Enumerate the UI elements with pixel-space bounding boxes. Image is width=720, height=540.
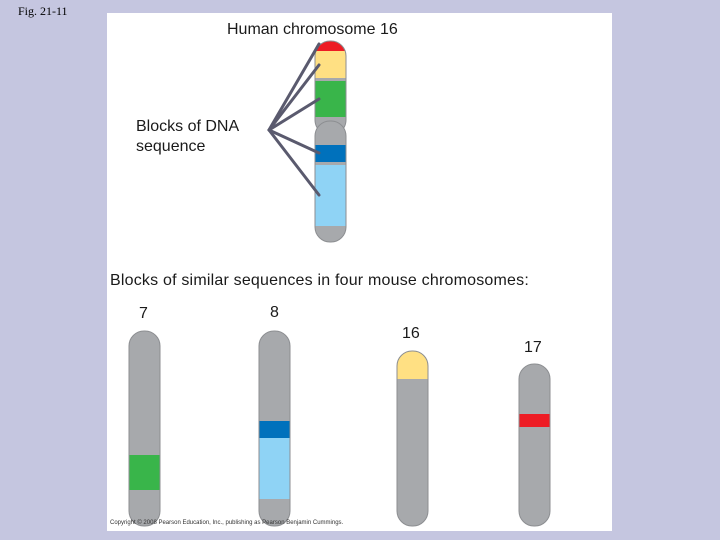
diagram-title: Human chromosome 16 [227,21,398,38]
mouse8-blue-block [259,421,290,438]
connector-red [267,42,321,132]
human-chr16-upper-arm [315,41,346,135]
copyright-notice: Copyright © 2008 Pearson Education, Inc.… [110,520,344,526]
chromosome-diagram [128,40,551,527]
mouse17-red-block [519,414,550,427]
mouse-chromosome-7-number: 7 [139,305,148,322]
connector-green [267,97,321,132]
block-connector-lines [267,42,321,197]
mouse-chromosome-16-number: 16 [402,325,420,342]
human-chromosome-16 [314,40,347,243]
human-red-block [315,41,346,51]
connector-yellow [267,63,321,132]
mouse8-light-blue-block [259,438,290,499]
human-chr16-lower-arm [315,121,346,242]
mouse7-green-block [129,455,160,490]
figure-label: Fig. 21-11 [18,4,68,18]
mouse16-yellow-block [397,351,428,379]
mouse-chromosome-16 [396,350,429,527]
mouse-chromosomes-heading: Blocks of similar sequences in four mous… [110,272,529,289]
mouse-chromosome-7 [128,330,161,527]
mouse-chromosome-17 [518,363,551,527]
connector-light-blue [267,128,321,197]
figure-panel: Human chromosome 16 Blocks of DNA sequen… [107,13,612,531]
mouse-chromosome-17-number: 17 [524,339,542,356]
human-blue-block [315,145,346,162]
connector-blue [267,128,321,155]
mouse-chromosome-8 [258,330,291,527]
blocks-of-dna-label: Blocks of DNA sequence [136,118,239,155]
mouse-chromosome-8-number: 8 [270,304,279,321]
